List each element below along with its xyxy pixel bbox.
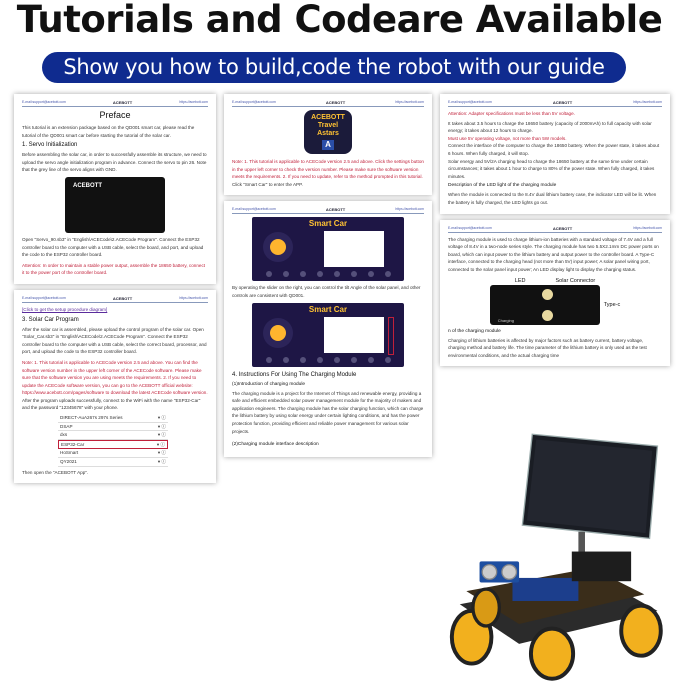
section-heading: 4. Instructions For Using The Charging M… xyxy=(232,371,357,378)
app-screenshot: Smart Car xyxy=(252,302,404,367)
subsection-heading: (1)Introduction of charging module xyxy=(232,381,306,387)
joystick xyxy=(270,239,286,256)
wifi-icon: ▾ ⓘ xyxy=(157,423,166,429)
wifi-item[interactable]: DSAP▾ ⓘ xyxy=(58,423,168,432)
note-text: Note: 1. This tutorial is applicable to … xyxy=(232,159,424,180)
after-text: After the program uploads successfully, … xyxy=(22,397,201,411)
chassis xyxy=(459,551,658,645)
note-text: Must use 5V operating voltage, not more … xyxy=(448,135,567,141)
wifi-item[interactable]: HoSmart▾ ⓘ xyxy=(58,449,168,459)
caption-text: By operating the slider on the right, yo… xyxy=(232,285,421,298)
ultrasonic-sensor xyxy=(479,561,520,583)
attention-text: Attention: In order to maintain a stable… xyxy=(22,262,206,276)
tilt-slider xyxy=(388,316,394,355)
headline: Tutorials and Codeare Available xyxy=(16,0,663,41)
led-label: LED xyxy=(514,277,526,284)
joystick xyxy=(270,324,286,341)
note-text: Note: 1. This tutorial is applicable to … xyxy=(22,359,208,396)
subtitle-banner: Show you how to build,code the robot wit… xyxy=(42,52,626,83)
wifi-list: DIRECT-AuA267s 297s Series▾ ⓘ DSAP▾ ⓘ dx… xyxy=(58,414,168,467)
body-text: The charging module is used to charge li… xyxy=(448,236,659,272)
camera-view xyxy=(324,231,384,268)
body-text: Before assembling the solar car, in orde… xyxy=(22,152,207,173)
app-icon: ACEBOTT Travel Astars A xyxy=(304,110,352,154)
page-title: Preface xyxy=(99,110,131,120)
wifi-icon: ▾ ⓘ xyxy=(157,450,166,456)
body-text: It takes about 3.5 hours to charge the 1… xyxy=(448,120,652,134)
setup-diagram-link[interactable]: [Click to get the setup procedure diagra… xyxy=(22,306,108,312)
solar-robot-car-image xyxy=(449,433,663,681)
body-text: Charging of lithium batteries is affecte… xyxy=(448,337,647,358)
section-heading: 1. Servo Initialization xyxy=(22,142,78,149)
charging-module-board: Charging xyxy=(489,284,600,325)
section-heading: Description of the LED light of the char… xyxy=(448,183,557,189)
body-text: After the solar car is assembled, please… xyxy=(22,326,207,355)
wifi-icon: ▾ ⓘ xyxy=(156,441,165,447)
body-text: Solar energy and 5V/2A charging head to … xyxy=(448,158,655,179)
solar-panel xyxy=(521,433,659,540)
body-text: The charging module is a project for the… xyxy=(232,390,424,434)
intro-text: This tutorial is an extension package ba… xyxy=(22,125,195,138)
type-c-label: Type-c xyxy=(603,301,621,308)
app-toolbar xyxy=(260,356,396,364)
app-screenshot: Smart Car xyxy=(252,217,404,282)
wifi-icon: ▾ ⓘ xyxy=(157,432,166,438)
wifi-item[interactable]: DIRECT-AuA267s 297s Series▾ ⓘ xyxy=(58,414,168,423)
then-text: Then open the "ACEBOTT App". xyxy=(22,469,89,475)
solar-connector-label: Solar Connector xyxy=(555,277,596,284)
wifi-item[interactable]: QY2021▾ ⓘ xyxy=(58,458,168,467)
wifi-item-selected[interactable]: ESP32-Car▾ ⓘ xyxy=(58,439,168,450)
open-text: Open "Servo_90.sb3" in "English\ACECode\… xyxy=(22,236,204,258)
charging-module-diagram: LED Solar Connector Charging Type-c xyxy=(448,277,662,325)
mecanum-wheels xyxy=(449,587,663,681)
section-heading: n of the charging module xyxy=(448,328,501,334)
wifi-icon: ▾ ⓘ xyxy=(157,415,166,421)
section-heading: 3. Solar Car Program xyxy=(22,316,79,323)
body-text: When the module is connected to the 8.4V… xyxy=(448,192,657,205)
body-text: Connect the interface of the computer to… xyxy=(448,143,660,156)
controller-board-image: ACEBOTT xyxy=(65,176,165,233)
click-text: Click "Smart Car" to enter the APP. xyxy=(232,181,303,187)
camera-view xyxy=(324,316,384,353)
app-toolbar xyxy=(260,271,396,278)
wifi-item[interactable]: dxs▾ ⓘ xyxy=(58,431,168,440)
subsection-heading: (2)Charging module interface description xyxy=(232,442,319,448)
wifi-icon: ▾ ⓘ xyxy=(157,459,166,465)
attention-text: Attention: Adapter specifications must b… xyxy=(448,111,575,116)
